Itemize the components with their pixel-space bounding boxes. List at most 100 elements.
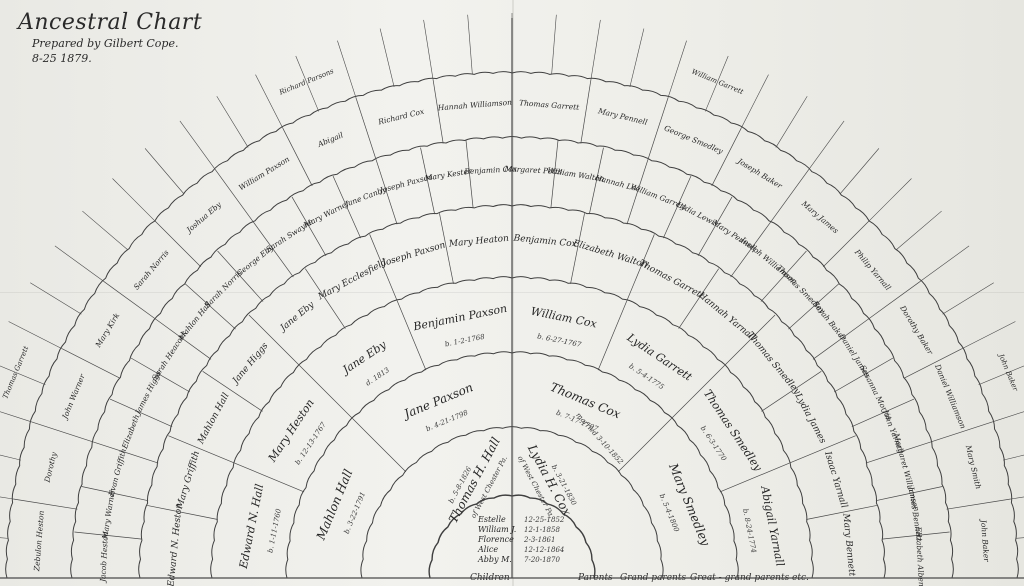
- ancestor-name: Mary Griffith: [175, 450, 202, 511]
- outer-spoke: [961, 321, 1016, 350]
- spoke: [719, 462, 790, 493]
- spoke: [711, 127, 742, 187]
- outer-spoke: [82, 210, 129, 251]
- ancestor-name: Dorothy Baker: [898, 303, 935, 356]
- spoke: [670, 365, 725, 420]
- spoke: [833, 357, 894, 393]
- spoke: [806, 505, 877, 520]
- footer-grandparents: Grand parents: [620, 573, 686, 583]
- ancestor-name: Sarah Norris: [132, 248, 171, 292]
- ancestor-name: Benjamin Paxson: [411, 302, 508, 334]
- spoke: [867, 280, 921, 320]
- prepared-by: Prepared by Gilbert Cope.: [32, 37, 179, 50]
- ancestor-dates: b. 3-22-1791: [343, 491, 368, 535]
- ancestor-dates: b. 8-24-1774: [741, 508, 758, 554]
- ancestor-dates: b. 1-11-1760: [266, 508, 283, 554]
- footer-children: Children: [470, 573, 510, 583]
- spoke: [355, 97, 377, 160]
- outer-spoke: [0, 454, 22, 461]
- ancestor-name: Edward N. Heston: [166, 502, 184, 586]
- ancestor-name: William Paxson: [237, 154, 291, 192]
- ancestor-name: Jane Higgs: [230, 341, 271, 388]
- ancestor-name: Thomas Garrett: [1, 345, 30, 400]
- spoke: [822, 220, 870, 268]
- spoke: [396, 300, 427, 371]
- spoke: [875, 486, 943, 501]
- spoke: [184, 283, 236, 330]
- outer-spoke: [295, 55, 320, 112]
- footer-parents: Parents: [577, 573, 613, 583]
- footer-great: Great - grand parents etc.: [690, 573, 809, 583]
- ancestor-name: Thomas Garrett: [637, 258, 706, 301]
- spoke: [332, 175, 362, 239]
- ancestor-name: Mary Heston: [265, 397, 317, 466]
- outer-spoke: [179, 120, 216, 170]
- spoke: [789, 435, 856, 464]
- outer-spoke: [144, 148, 185, 195]
- spoke: [291, 196, 327, 257]
- ancestor-name: Thomas Garrett: [519, 98, 581, 112]
- ancestor-name: Evan Griffith: [106, 447, 128, 498]
- ancestor-name: Mary Warner: [301, 198, 351, 230]
- spoke: [851, 398, 915, 428]
- child-date: 12-1-1858: [524, 526, 560, 534]
- spoke: [420, 147, 435, 215]
- spoke: [61, 348, 121, 379]
- spoke: [647, 97, 669, 160]
- ancestor-name: Edward N. Hall: [237, 482, 267, 570]
- ancestor-name: Mahlon Hall: [196, 391, 232, 446]
- fold-vertical: [512, 0, 514, 586]
- center-children-block: Estelle William J. Florence Alice Abby M…: [477, 515, 565, 564]
- ancestor-name: Richard Parsons: [277, 67, 335, 97]
- ancestor-name: Mary James: [799, 198, 840, 235]
- spoke: [881, 531, 950, 540]
- spoke: [352, 418, 407, 473]
- child-name: Abby M.: [477, 555, 512, 564]
- spoke: [550, 140, 559, 209]
- spoke: [597, 300, 628, 371]
- child-name: Estelle: [477, 515, 506, 524]
- chart-title: Ancestral Chart: [18, 10, 203, 35]
- outer-spoke: [978, 365, 1024, 386]
- spoke: [74, 531, 143, 540]
- spoke: [903, 348, 963, 379]
- outer-spoke: [740, 74, 769, 129]
- outer-spoke: [112, 178, 156, 222]
- ancestor-name: Thomas Smedley: [745, 330, 803, 397]
- spoke: [31, 421, 94, 443]
- outer-spoke: [337, 40, 357, 98]
- ancestor-name: Elizabeth Alben: [914, 525, 926, 586]
- ancestor-name: Abigail: [315, 130, 345, 149]
- outer-spoke: [1002, 454, 1024, 461]
- spoke: [93, 441, 159, 464]
- ancestor-dates: b. 6-27-1767: [536, 332, 582, 349]
- ancestor-dates: b. 1-2-1768: [444, 333, 486, 349]
- child-date: 12-25-1852: [524, 516, 565, 524]
- spoke: [299, 365, 354, 420]
- outer-spoke: [775, 96, 808, 148]
- outer-spoke: [54, 245, 104, 282]
- child-name: Alice: [477, 545, 498, 554]
- spoke: [662, 175, 692, 239]
- ancestor-name: Jacob Heston: [98, 531, 110, 584]
- outer-spoke: [255, 74, 284, 129]
- ancestor-name: Zebulon Heston: [32, 510, 46, 572]
- spoke: [697, 196, 733, 257]
- child-date: 2-3-1861: [523, 536, 555, 544]
- child-date: 7-20-1870: [524, 556, 560, 564]
- spoke: [103, 280, 157, 320]
- ancestor-name: Elizabeth: [120, 413, 142, 451]
- spoke: [865, 441, 931, 464]
- spoke: [432, 79, 444, 144]
- outer-spoke: [0, 496, 14, 500]
- ancestor-name: Dorothy: [42, 450, 58, 484]
- spoke: [147, 505, 218, 520]
- ancestor-name: Mary Ecclesfield: [316, 257, 389, 302]
- ancestor-name: Benjamin Cox: [463, 164, 518, 176]
- spoke: [626, 234, 655, 301]
- ancestor-name: Isaac Yarnall: [822, 449, 849, 509]
- outer-spoke: [920, 245, 970, 282]
